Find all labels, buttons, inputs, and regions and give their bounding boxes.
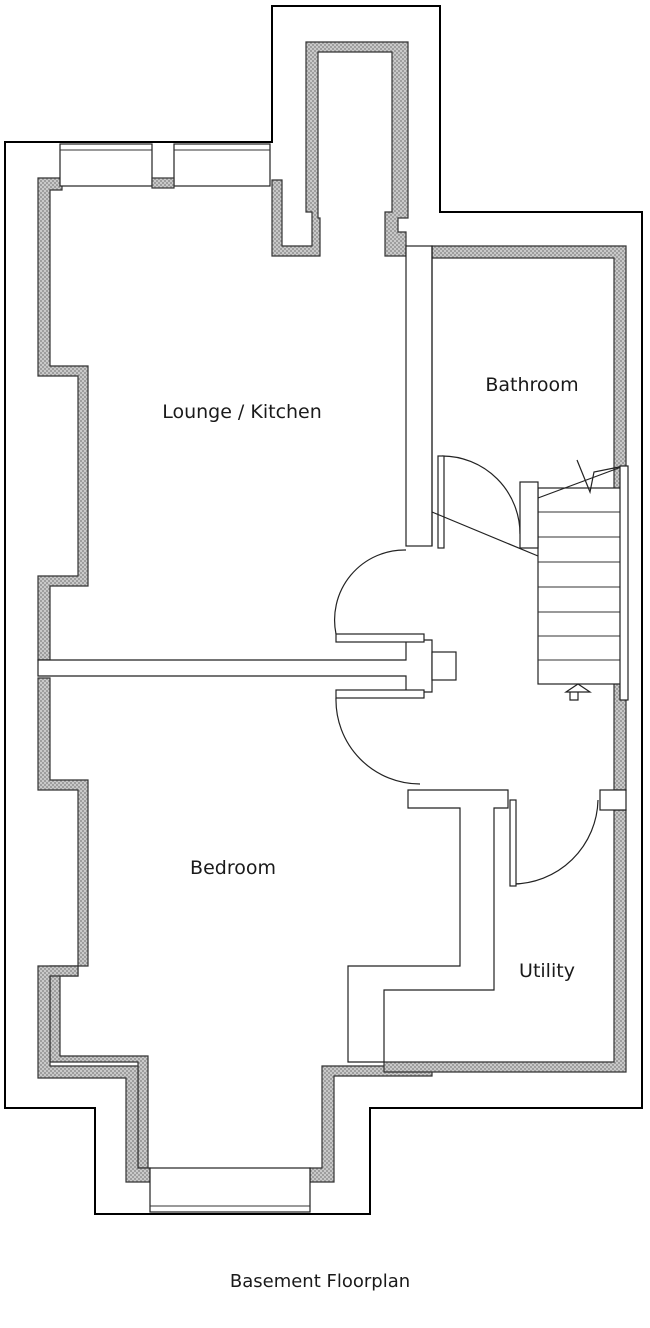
chimney-wall — [271, 41, 409, 257]
partition-lounge-bedroom — [37, 639, 433, 693]
right-wall-lower — [383, 809, 627, 1073]
staircase — [431, 459, 629, 701]
chimney-stub — [431, 651, 457, 681]
left-wall — [37, 177, 89, 661]
label-bathroom: Bathroom — [485, 374, 578, 396]
floorplan-caption: Basement Floorplan — [230, 1271, 410, 1292]
window-bottom — [149, 1167, 311, 1213]
bay-wall-left — [37, 965, 151, 1183]
window-top-right — [173, 143, 271, 187]
door-stop-top — [335, 633, 425, 643]
partition-bedroom-utility — [347, 789, 509, 1063]
label-lounge-kitchen: Lounge / Kitchen — [162, 401, 322, 423]
door-bathroom — [441, 455, 521, 535]
building-outline — [4, 5, 643, 1215]
door-utility — [511, 799, 599, 885]
door-lounge — [333, 549, 407, 635]
stair-direction-arrow — [564, 683, 592, 701]
label-utility: Utility — [519, 960, 575, 982]
window-mullion — [151, 177, 175, 189]
window-top-left — [59, 143, 153, 187]
partition-lounge-bath — [405, 245, 433, 547]
door-bedroom — [335, 697, 421, 785]
door-stop-bottom — [335, 689, 425, 699]
utility-door-jamb — [599, 789, 627, 811]
label-bedroom: Bedroom — [190, 857, 276, 879]
bay-wall-right — [309, 1065, 433, 1183]
